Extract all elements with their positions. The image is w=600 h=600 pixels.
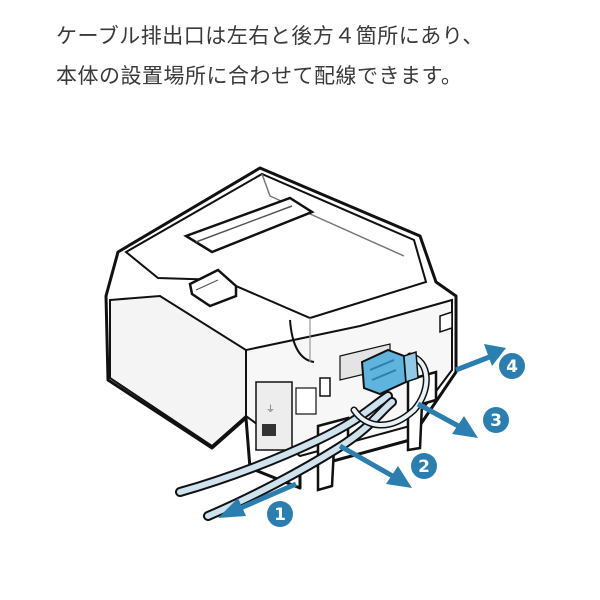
exit-arrow-4 xyxy=(455,344,506,373)
exit-number-4: 4 xyxy=(506,357,518,377)
exit-badge-2: 2 xyxy=(411,453,437,479)
exit-arrows xyxy=(218,344,506,518)
svg-text:⏚: ⏚ xyxy=(266,404,275,415)
exit-arrow-2 xyxy=(338,443,412,488)
paper-outlet xyxy=(183,196,315,254)
rear-panel xyxy=(255,381,293,451)
exit-badge-1: 1 xyxy=(267,501,293,527)
exit-badge-4: 4 xyxy=(499,353,525,379)
printer-top-cover xyxy=(124,172,428,320)
exit-number-3: 3 xyxy=(490,411,502,431)
power-plug xyxy=(360,348,419,396)
caption: ケーブル排出口は左右と後方４箇所にあり、 本体の設置場所に合わせて配線できます。 xyxy=(56,16,576,96)
cover-lever xyxy=(188,268,238,308)
exit-number-1: 1 xyxy=(274,505,286,525)
power-switch xyxy=(319,377,331,397)
caption-line-2: 本体の設置場所に合わせて配線できます。 xyxy=(56,64,463,88)
exit-number-2: 2 xyxy=(418,457,430,477)
usb-port xyxy=(262,424,276,436)
exit-arrow-1 xyxy=(218,481,297,518)
top-cover-edge xyxy=(261,173,405,257)
caption-line-1: ケーブル排出口は左右と後方４箇所にあり、 xyxy=(56,24,484,48)
exit-arrow-3 xyxy=(416,401,478,438)
exit-badge-3: 3 xyxy=(483,407,509,433)
